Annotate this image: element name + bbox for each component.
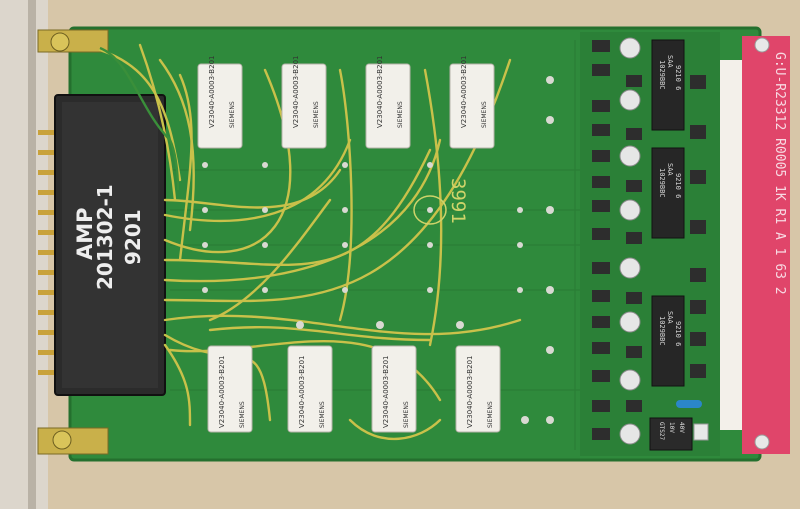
- ic-area: [580, 32, 720, 456]
- board-logo: [413, 195, 447, 225]
- ic-line3: 9210 6: [674, 65, 682, 90]
- relay-top-4: V23040-A0003-B201 SIEMENS: [449, 56, 495, 149]
- relay-top-1: V23040-A0003-B201 SIEMENS: [197, 56, 243, 149]
- relay-bottom-3: V23040-A0003-B201 SIEMENS: [371, 345, 417, 433]
- ic-code: 1029BBC: [658, 316, 666, 346]
- ic-chip-2: SAA 1029BBC 9210 6: [651, 147, 685, 239]
- ic-chip-3: SAA 1029BBC 9210 6: [651, 295, 685, 387]
- relay-top-2: V23040-A0003-B201 SIEMENS: [281, 56, 327, 149]
- ic-code: 1029BBC: [658, 60, 666, 90]
- relay-brand-label: SIEMENS: [239, 401, 246, 428]
- label-strip: [720, 36, 790, 454]
- label-strip-text: G:U-R23312 R0005 1K R1 A 1 63 2: [772, 52, 787, 295]
- connector-brand: AMP: [73, 207, 97, 260]
- ic-chip-1: SAA 1029BBC 9210 6: [651, 39, 685, 131]
- relay-part-label: V23040-A0003-B201: [376, 56, 384, 128]
- top-bracket: [37, 29, 109, 53]
- blue-diode: [676, 400, 702, 408]
- relay-brand-label: SIEMENS: [229, 101, 236, 128]
- relay-bottom-2: V23040-A0003-B201 SIEMENS: [287, 345, 333, 433]
- voltage-regulator: GTS27 10V 40V: [649, 417, 709, 451]
- relay-brand-label: SIEMENS: [403, 401, 410, 428]
- relay-brand-label: SIEMENS: [313, 101, 320, 128]
- ic-line3: 9210 6: [674, 321, 682, 346]
- relay-part-label: V23040-A0003-B201: [298, 356, 306, 428]
- relay-bottom-4: V23040-A0003-B201 SIEMENS: [455, 345, 501, 433]
- component-grid: [592, 37, 706, 445]
- connector-part-number: 201302-1: [93, 184, 117, 290]
- ic-line1: SAA: [666, 311, 674, 324]
- ic-line3: 9210 6: [674, 173, 682, 198]
- ic-line1: SAA: [666, 163, 674, 176]
- regulator-line3: 40V: [678, 422, 685, 433]
- amp-connector: [54, 94, 166, 396]
- ground-wire: [99, 46, 180, 191]
- relay-part-label: V23040-A0003-B201: [466, 356, 474, 428]
- relay-part-label: V23040-A0003-B201: [382, 356, 390, 428]
- relay-part-label: V23040-A0003-B201: [460, 56, 468, 128]
- relay-brand-label: SIEMENS: [487, 401, 494, 428]
- relay-part-label: V23040-A0003-B201: [292, 56, 300, 128]
- relay-part-label: V23040-A0003-B201: [208, 56, 216, 128]
- relay-top-3: V23040-A0003-B201 SIEMENS: [365, 56, 411, 149]
- relay-bottom-1: V23040-A0003-B201 SIEMENS: [207, 345, 253, 433]
- regulator-line2: 10V: [668, 422, 675, 433]
- regulator-line1: GTS27: [658, 422, 665, 440]
- relay-brand-label: SIEMENS: [481, 101, 488, 128]
- ic-code: 1029BBC: [658, 168, 666, 198]
- connector-date-code: 9201: [121, 209, 145, 265]
- relay-part-label: V23040-A0003-B201: [218, 356, 226, 428]
- solder-pads: [202, 76, 554, 424]
- relay-brand-label: SIEMENS: [397, 101, 404, 128]
- board-marking: 3991: [447, 178, 469, 224]
- relay-brand-label: SIEMENS: [319, 401, 326, 428]
- bottom-bracket: [37, 427, 109, 455]
- connector-pins: [38, 130, 58, 375]
- ic-line1: SAA: [666, 55, 674, 68]
